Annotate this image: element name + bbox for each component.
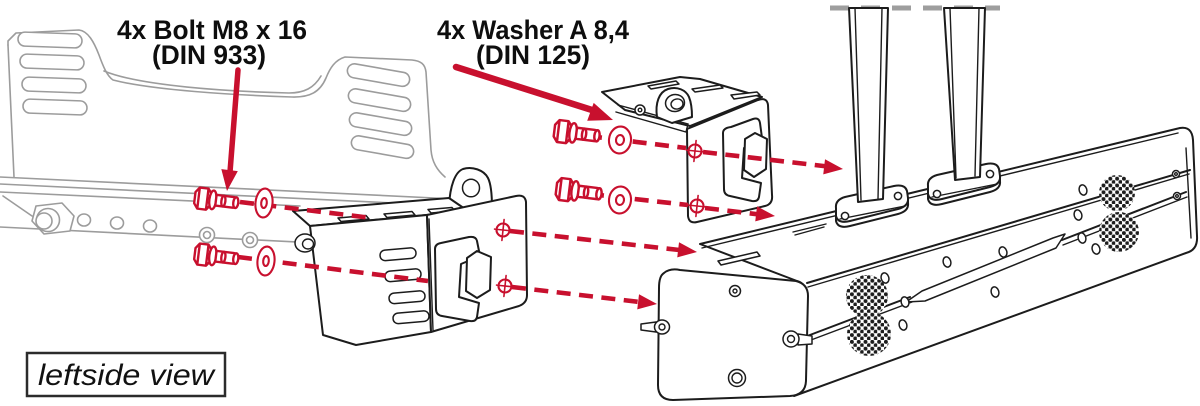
mounting-post-right: [926, 7, 1002, 206]
bracket-side-hole: [294, 233, 316, 253]
hex-bolt-2: [192, 241, 241, 271]
washer-4: [607, 185, 633, 215]
rail-holes: [76, 213, 158, 233]
toggle-pin-right: [782, 330, 813, 348]
washer-2: [256, 245, 276, 277]
bracket-front-slots: [379, 247, 430, 325]
rail-hex-fitting: [31, 202, 75, 235]
plate-slots-right: [346, 63, 415, 160]
lower-mounting-rail: [0, 176, 456, 251]
rail-nuts: [198, 226, 259, 249]
vent-grilles: [846, 175, 1139, 356]
hex-bolt-4: [553, 176, 605, 207]
housing-slot: [905, 233, 1066, 303]
plate-slots-left: [17, 31, 88, 116]
front-corner-bracket: [292, 167, 528, 346]
callout-arrow-washer: [452, 63, 613, 121]
housing-holes: [880, 169, 1182, 331]
washer-3: [607, 125, 633, 155]
callout-washer-label: 4x Washer A 8,4 (DIN 125): [437, 15, 629, 70]
view-label: leftside view: [38, 359, 217, 392]
rear-corner-bracket: [601, 76, 774, 224]
washers: [254, 125, 633, 277]
hex-bolt-3: [551, 118, 603, 149]
callout-arrow-bolt: [221, 67, 241, 191]
washer-label-line1: 4x Washer A 8,4: [437, 15, 629, 45]
callout-bolt-label: 4x Bolt M8 x 16 (DIN 933): [117, 15, 307, 70]
housing-end-face: [640, 268, 813, 401]
mounting-post-left: [834, 7, 910, 228]
lug-hole: [461, 178, 481, 198]
washer-label-line2: (DIN 125): [476, 40, 590, 70]
bolt-label-line1: 4x Bolt M8 x 16: [117, 15, 307, 45]
bolt-label-line2: (DIN 933): [152, 40, 266, 70]
washer-1: [254, 187, 274, 219]
side-mounting-plate: [7, 29, 446, 178]
main-unit-housing: [640, 7, 1199, 401]
hex-bolt-1: [192, 185, 241, 215]
toggle-pin-left: [640, 319, 671, 335]
view-label-box: leftside view: [25, 351, 227, 398]
